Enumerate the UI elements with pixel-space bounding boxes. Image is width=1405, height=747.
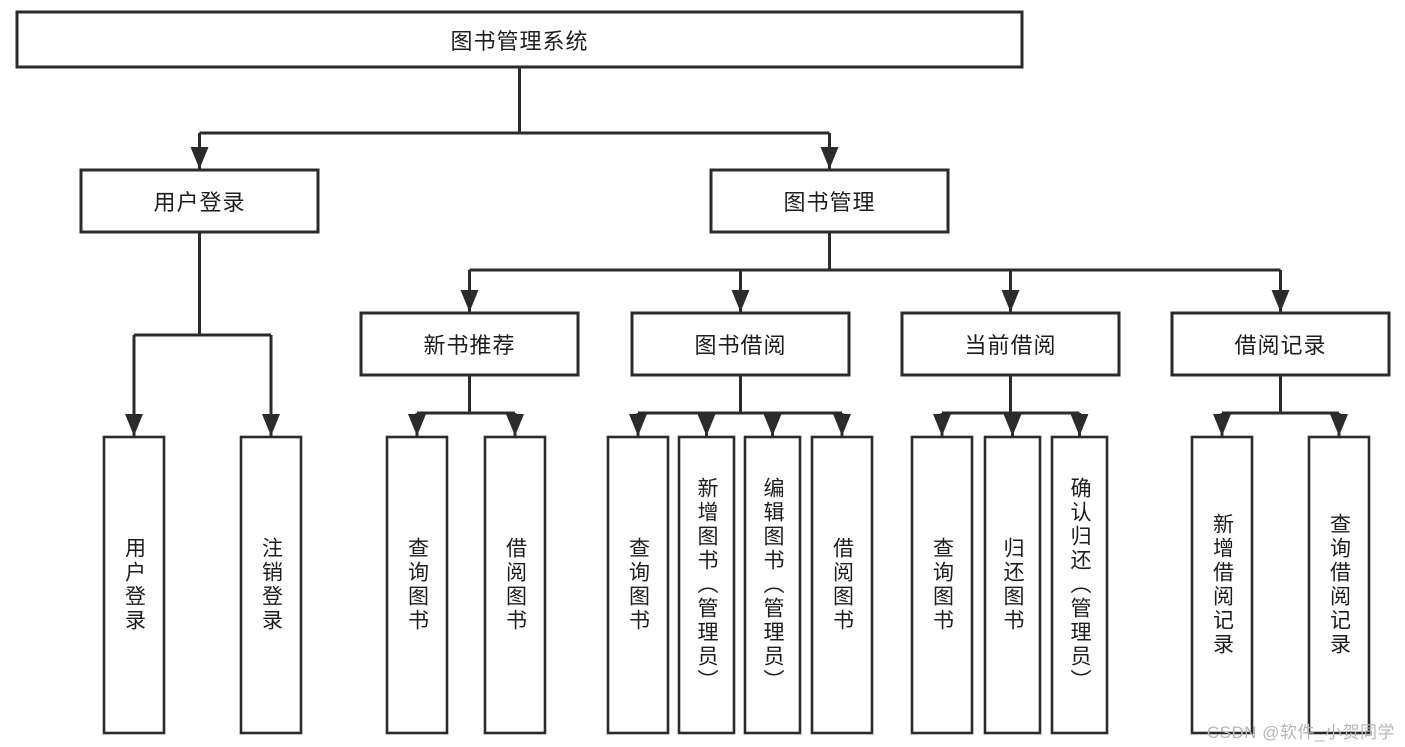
node-leaf-edit-book[interactable] — [743, 435, 802, 735]
watermark-text: CSDN @软件_小贺同学 — [1206, 723, 1395, 742]
node-box-root[interactable] — [15, 10, 1024, 69]
arrow-head-icon-borrow-record — [1271, 290, 1290, 312]
node-box-book-borrow[interactable] — [630, 311, 851, 377]
arrow-head-icon-book-borrow — [731, 290, 750, 312]
node-current-borrow[interactable] — [900, 311, 1121, 377]
arrow-head-icon-leaf-confirm-return — [1070, 414, 1089, 436]
node-leaf-confirm-return[interactable] — [1050, 435, 1109, 735]
node-box-leaf-borrow-book-2[interactable] — [810, 435, 874, 735]
arrow-head-icon-current-borrow — [1001, 290, 1020, 312]
node-leaf-borrow-book-1[interactable] — [483, 435, 547, 735]
arrow-head-icon-user-login — [190, 147, 209, 169]
arrow-head-icon-new-book-recommend — [460, 290, 479, 312]
node-leaf-add-record[interactable] — [1190, 435, 1254, 735]
arrow-head-icon-leaf-query-book-3 — [933, 414, 951, 436]
node-leaf-query-record[interactable] — [1307, 435, 1371, 735]
arrow-head-icon-leaf-add-book — [697, 414, 716, 436]
arrow-head-icon-book-management — [820, 147, 839, 169]
node-box-leaf-query-book-1[interactable] — [385, 435, 449, 735]
arrow-head-icon-leaf-add-record — [1213, 414, 1231, 436]
arrow-head-icon-leaf-edit-book — [763, 414, 782, 436]
arrow-head-icon-leaf-user-login — [125, 414, 143, 436]
arrow-head-icon-leaf-query-book-1 — [408, 414, 426, 436]
node-box-leaf-query-book-3[interactable] — [910, 435, 974, 735]
node-box-borrow-record[interactable] — [1170, 311, 1391, 377]
node-box-leaf-user-login[interactable] — [102, 435, 166, 735]
node-box-book-management[interactable] — [709, 168, 950, 234]
node-leaf-query-book-1[interactable] — [385, 435, 449, 735]
node-box-leaf-add-book[interactable] — [677, 435, 736, 735]
arrow-head-icon-leaf-borrow-book-2 — [833, 414, 851, 436]
node-box-leaf-confirm-return[interactable] — [1050, 435, 1109, 735]
node-box-leaf-logout[interactable] — [239, 435, 303, 735]
node-leaf-logout[interactable] — [239, 435, 303, 735]
node-root[interactable] — [15, 10, 1024, 69]
node-leaf-add-book[interactable] — [677, 435, 736, 735]
node-leaf-query-book-3[interactable] — [910, 435, 974, 735]
node-box-current-borrow[interactable] — [900, 311, 1121, 377]
node-leaf-return-book[interactable] — [983, 435, 1042, 735]
node-box-user-login[interactable] — [79, 168, 320, 234]
node-user-login[interactable] — [79, 168, 320, 234]
node-box-leaf-add-record[interactable] — [1190, 435, 1254, 735]
node-new-book-recommend[interactable] — [359, 311, 580, 377]
node-borrow-record[interactable] — [1170, 311, 1391, 377]
arrow-head-icon-leaf-return-book — [1003, 414, 1022, 436]
node-box-new-book-recommend[interactable] — [359, 311, 580, 377]
node-leaf-query-book-2[interactable] — [606, 435, 670, 735]
node-book-borrow[interactable] — [630, 311, 851, 377]
node-box-leaf-return-book[interactable] — [983, 435, 1042, 735]
node-leaf-borrow-book-2[interactable] — [810, 435, 874, 735]
arrow-head-icon-leaf-query-book-2 — [629, 414, 647, 436]
node-box-leaf-query-record[interactable] — [1307, 435, 1371, 735]
node-box-leaf-borrow-book-1[interactable] — [483, 435, 547, 735]
arrow-head-icon-leaf-logout — [262, 414, 280, 436]
node-book-management[interactable] — [709, 168, 950, 234]
arrow-head-icon-leaf-query-record — [1330, 414, 1348, 436]
node-box-leaf-edit-book[interactable] — [743, 435, 802, 735]
node-box-leaf-query-book-2[interactable] — [606, 435, 670, 735]
node-leaf-user-login[interactable] — [102, 435, 166, 735]
arrow-head-icon-leaf-borrow-book-1 — [506, 414, 524, 436]
